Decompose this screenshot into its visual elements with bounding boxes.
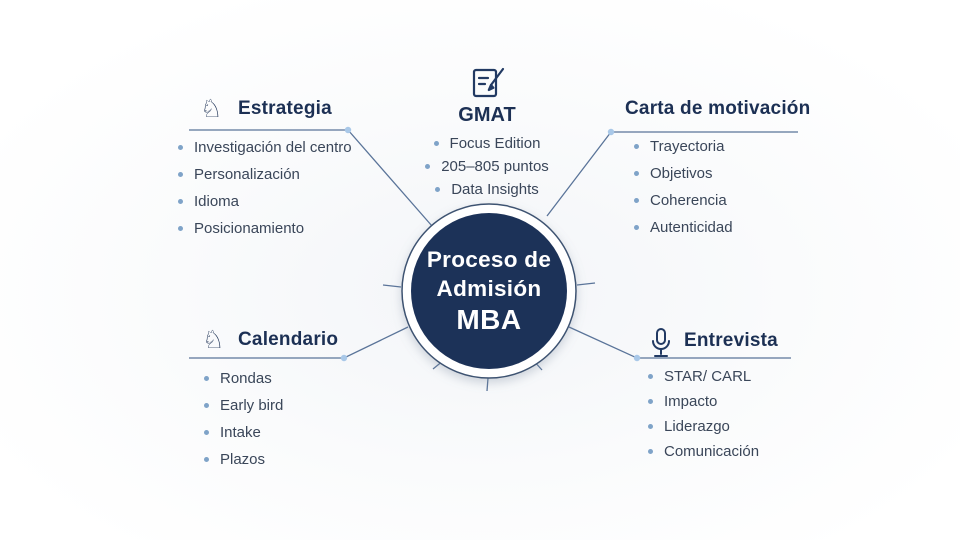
list-item-label: Personalización <box>194 166 300 183</box>
branch-title-entrevista: Entrevista <box>684 330 778 351</box>
list-item-label: Posicionamiento <box>194 220 305 237</box>
list-item: Trayectoria <box>634 133 733 160</box>
list-item-label: 205–805 puntos <box>441 158 549 175</box>
bullet-dot <box>634 144 639 149</box>
elbow-dot-carta <box>607 128 615 136</box>
bullet-dot <box>634 198 639 203</box>
list-item: Impacto <box>648 389 759 414</box>
list-item: 205–805 puntos <box>407 155 567 178</box>
list-item: Investigación del centro <box>178 134 352 161</box>
bullet-dot <box>648 399 653 404</box>
center-topic: Proceso de Admisión MBA <box>389 245 589 337</box>
bullet-dot <box>204 457 209 462</box>
bullet-dot <box>433 141 439 146</box>
chess-knight-icon: ♘ <box>200 94 223 123</box>
list-item-label: Focus Edition <box>449 135 541 152</box>
list-item-label: Coherencia <box>650 192 727 209</box>
list-item: Plazos <box>204 446 283 473</box>
list-item: Intake <box>204 419 283 446</box>
list-item-label: Objetivos <box>650 165 713 182</box>
branch-title-estrategia: Estrategia <box>238 98 332 119</box>
list-item-label: Intake <box>220 424 261 441</box>
elbow-dot-calendario <box>340 354 348 362</box>
list-item: Coherencia <box>634 187 733 214</box>
list-item-label: Autenticidad <box>650 219 733 236</box>
list-item: Data Insights <box>407 178 567 201</box>
list-item: Focus Edition <box>407 132 567 155</box>
branch-list-gmat: Focus Edition 205–805 puntos Data Insigh… <box>407 132 567 201</box>
chess-knight-icon: ♘ <box>202 325 225 354</box>
list-item: Rondas <box>204 365 283 392</box>
list-item-label: Liderazgo <box>664 418 730 435</box>
bullet-dot <box>204 376 209 381</box>
list-item-label: Investigación del centro <box>194 139 352 156</box>
bullet-dot <box>178 172 183 177</box>
bullet-dot <box>648 449 653 454</box>
center-topic-line3: MBA <box>456 304 522 335</box>
list-item: Early bird <box>204 392 283 419</box>
branch-title-carta: Carta de motivación <box>625 98 811 119</box>
list-item: STAR/ CARL <box>648 364 759 389</box>
branch-title-calendario: Calendario <box>238 329 339 350</box>
bullet-dot <box>435 187 441 192</box>
list-item-label: Early bird <box>220 397 284 414</box>
list-item-label: Rondas <box>220 370 272 387</box>
list-item: Idioma <box>178 188 352 215</box>
list-item-label: Idioma <box>194 193 240 210</box>
bullet-dot <box>178 199 183 204</box>
elbow-dot-entrevista <box>633 354 641 362</box>
stub-bottom-left <box>432 359 445 370</box>
bullet-dot <box>634 225 639 230</box>
branch-list-entrevista: STAR/ CARL Impacto Liderazgo Comunicació… <box>648 364 759 464</box>
branch-list-calendario: Rondas Early bird Intake Plazos <box>204 365 283 473</box>
list-item: Personalización <box>178 161 352 188</box>
center-topic-line1: Proceso de <box>426 247 552 272</box>
bullet-dot <box>425 164 431 169</box>
list-item-label: STAR/ CARL <box>664 368 752 385</box>
bullet-dot <box>648 374 653 379</box>
list-item: Autenticidad <box>634 214 733 241</box>
list-item: Comunicación <box>648 439 759 464</box>
center-topic-line2: Admisión <box>436 276 542 301</box>
microphone-icon <box>652 328 670 357</box>
list-item-label: Plazos <box>220 451 266 468</box>
bullet-dot <box>204 403 209 408</box>
elbow-dot-estrategia <box>344 126 352 134</box>
list-item: Posicionamiento <box>178 215 352 242</box>
bullet-dot <box>634 171 639 176</box>
bullet-dot <box>178 226 183 231</box>
list-item: Liderazgo <box>648 414 759 439</box>
branch-list-estrategia: Investigación del centro Personalización… <box>178 134 352 242</box>
bullet-dot <box>204 430 209 435</box>
bullet-dot <box>178 145 183 150</box>
list-item-label: Impacto <box>664 393 718 410</box>
stub-bottom-center <box>486 377 489 392</box>
list-item-label: Data Insights <box>451 181 539 198</box>
stub-bottom-right <box>532 359 543 371</box>
bullet-dot <box>648 424 653 429</box>
branch-list-carta: Trayectoria Objetivos Coherencia Autenti… <box>634 133 733 241</box>
list-item-label: Trayectoria <box>650 138 725 155</box>
exam-pencil-icon <box>472 67 505 98</box>
list-item: Objetivos <box>634 160 733 187</box>
branch-title-gmat: GMAT <box>458 104 516 126</box>
list-item-label: Comunicación <box>664 443 760 460</box>
